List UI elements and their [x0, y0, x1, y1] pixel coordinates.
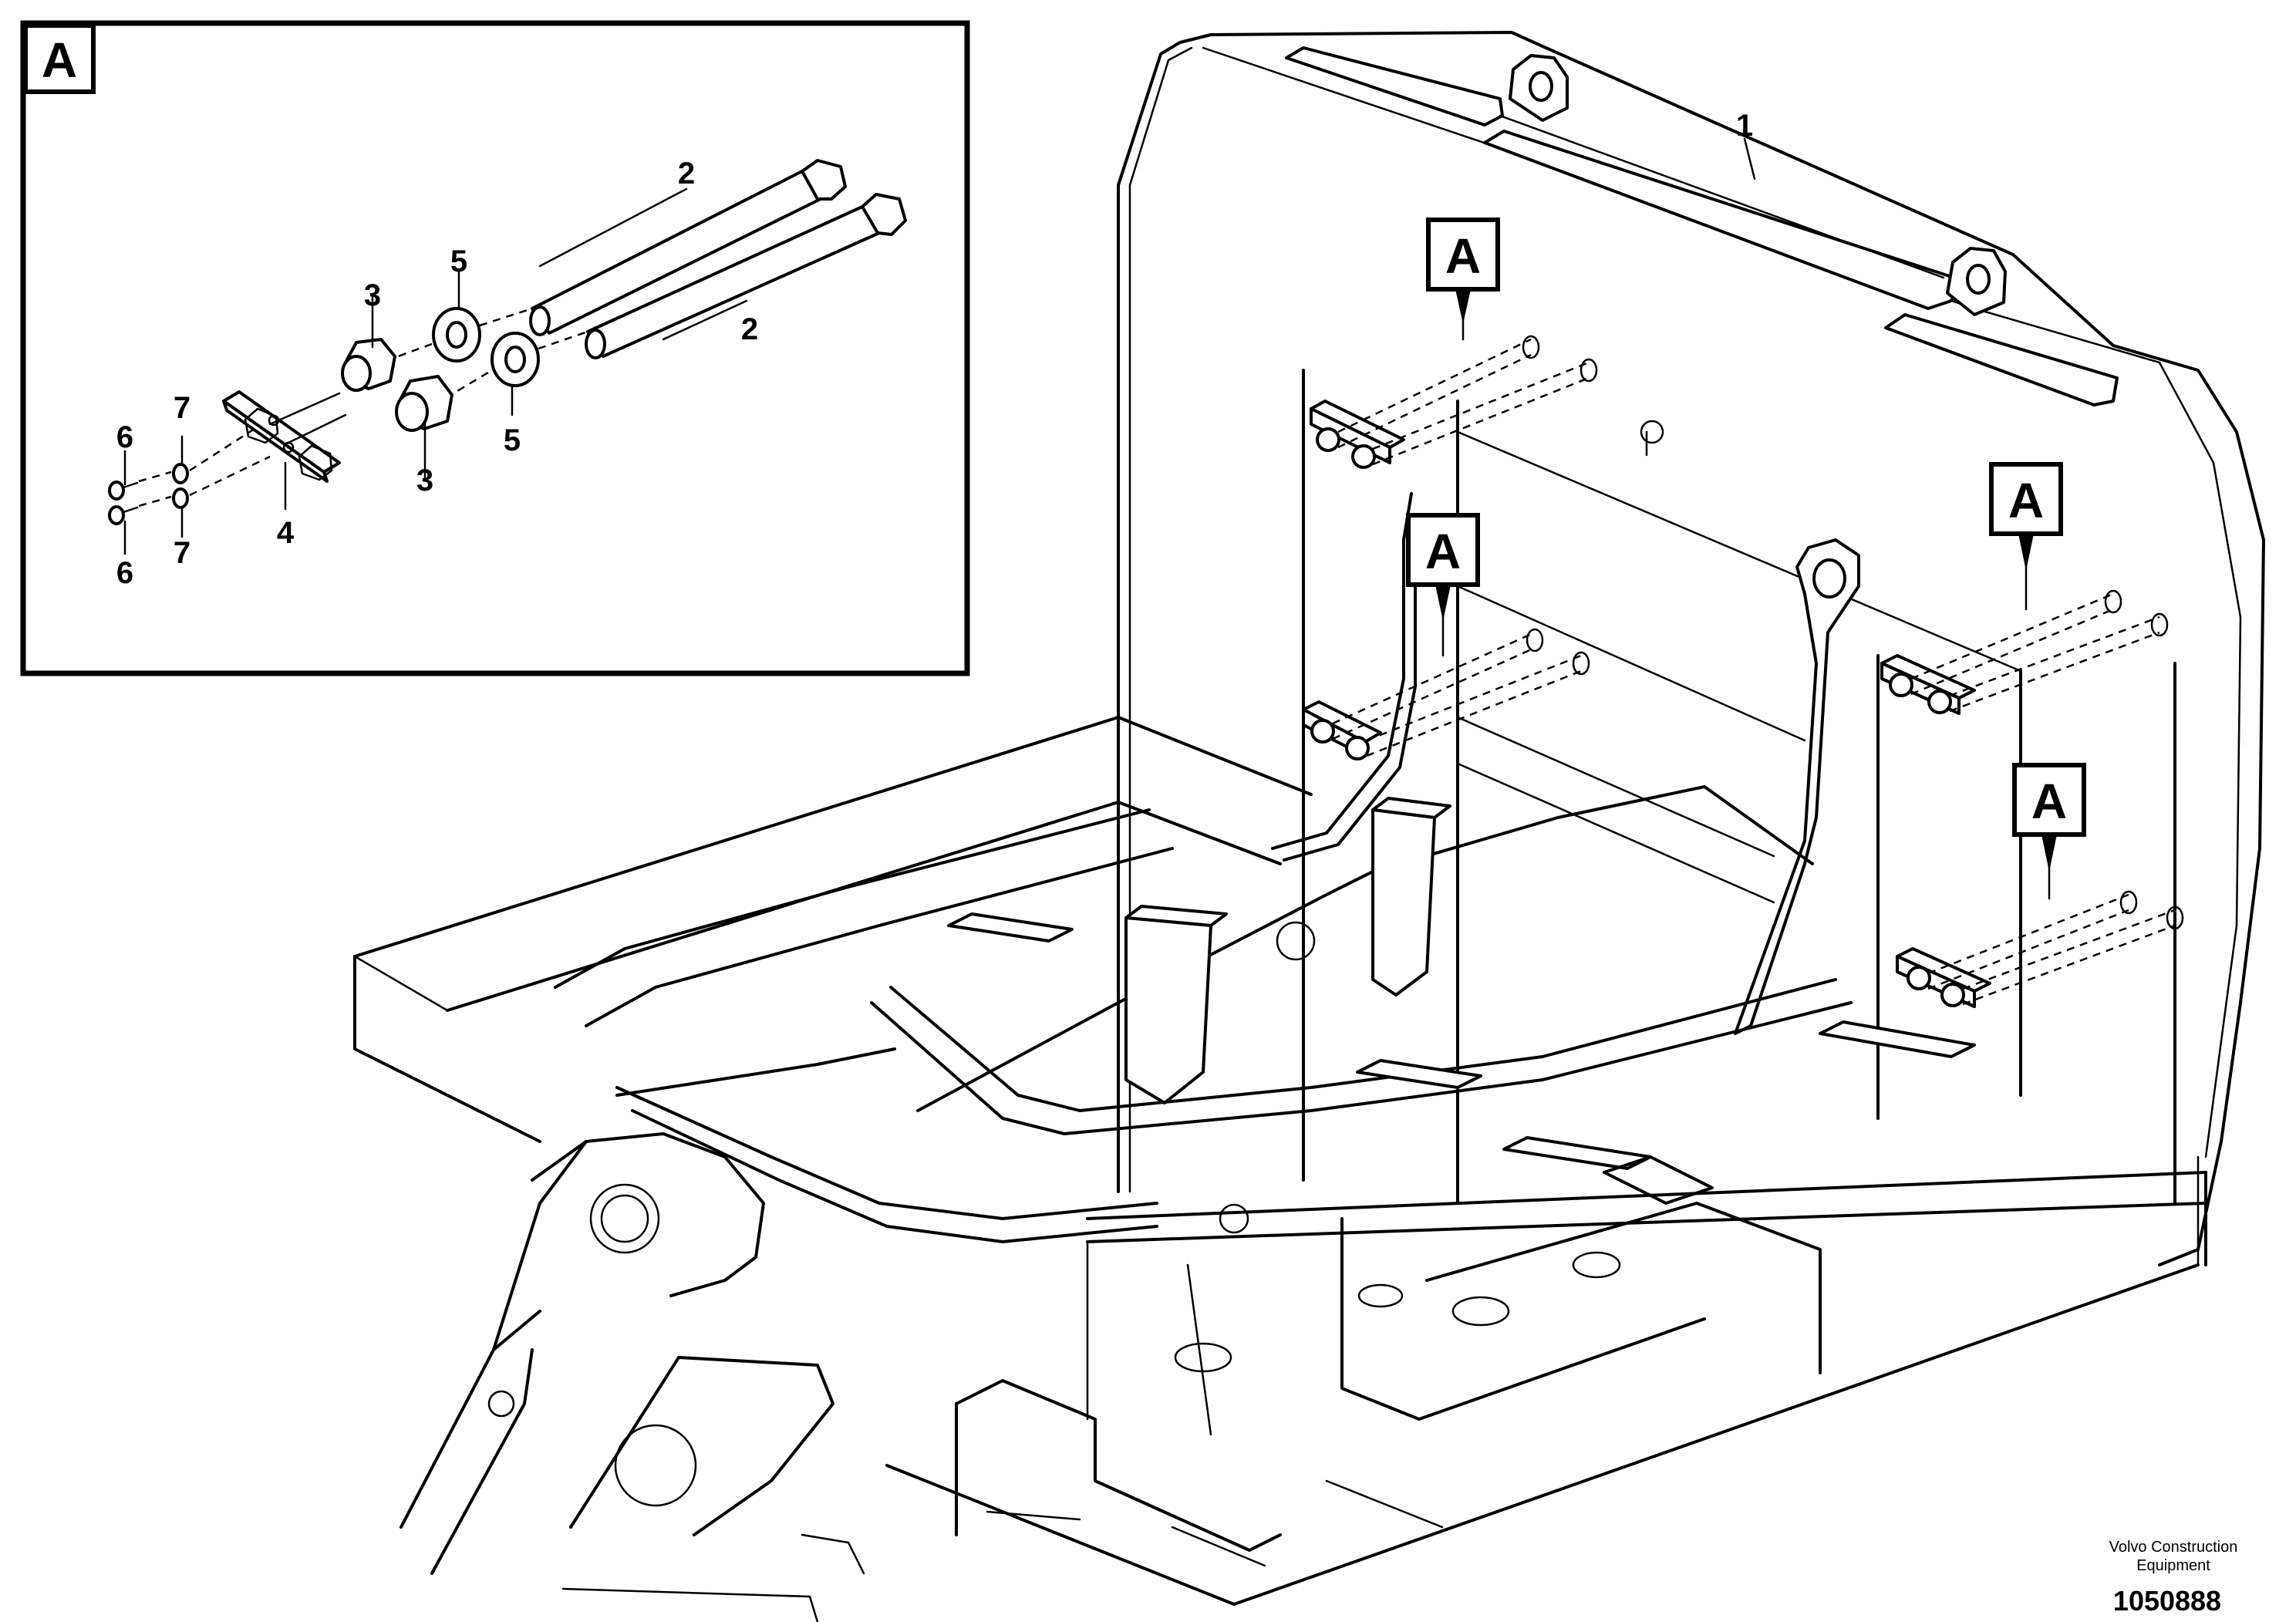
svg-text:A: A	[1445, 228, 1481, 284]
bolt-lower	[585, 193, 907, 359]
callout-washer-lower: 5	[504, 423, 521, 457]
mount-plate-1	[1310, 335, 1598, 469]
main-assembly-view: 1 A A	[353, 31, 2265, 1622]
svg-text:A: A	[1425, 524, 1461, 579]
detail-view-a: A	[20, 20, 970, 676]
lock-washer-upper	[172, 463, 189, 484]
svg-text:A: A	[2008, 473, 2044, 528]
bolt-upper	[529, 159, 847, 336]
callout-screw-upper: 6	[116, 420, 133, 454]
upper-frame	[353, 716, 2207, 1606]
support-frame	[1271, 369, 2176, 1205]
callout-lock-washer-upper: 7	[174, 391, 190, 425]
mount-plate-3	[1880, 589, 2169, 715]
lower-frame	[353, 955, 1822, 1622]
drawing-number: 1050888	[2113, 1585, 2221, 1617]
callout-nut-upper: 3	[364, 278, 381, 312]
manufacturer-line-1: Volvo Construction	[2109, 1539, 2238, 1556]
section-marker-4: A	[2012, 763, 2086, 900]
callout-screw-lower: 6	[116, 556, 133, 590]
manufacturer-line-2: Equipment	[2136, 1557, 2210, 1574]
callout-lock-washer-lower: 7	[174, 536, 190, 570]
callout-counterweight: 1	[1736, 109, 1753, 143]
detail-title-box	[23, 23, 96, 94]
callout-bolt-lower: 2	[741, 312, 758, 346]
mount-plate-2	[1302, 628, 1590, 760]
section-marker-2: A	[1406, 513, 1480, 657]
screw-upper	[108, 481, 139, 501]
mount-plate-4	[1896, 890, 2184, 1008]
callout-washer-upper: 5	[450, 244, 467, 278]
screw-lower	[108, 505, 139, 525]
washer-lower	[491, 332, 540, 387]
callout-bolt-upper: 2	[678, 157, 695, 191]
nut-upper	[341, 338, 396, 392]
counterweight	[1117, 31, 2265, 1266]
callout-plate: 4	[277, 516, 295, 550]
svg-text:A: A	[2031, 774, 2067, 829]
lock-washer-lower	[172, 487, 189, 509]
detail-frame	[20, 20, 970, 676]
section-marker-3: A	[1989, 462, 2063, 611]
section-marker-1: A	[1426, 218, 1500, 341]
plate	[222, 390, 341, 483]
nut-lower	[395, 375, 453, 432]
callout-nut-lower: 3	[416, 464, 433, 497]
washer-upper	[432, 307, 481, 363]
detail-title-letter: A	[42, 32, 77, 88]
